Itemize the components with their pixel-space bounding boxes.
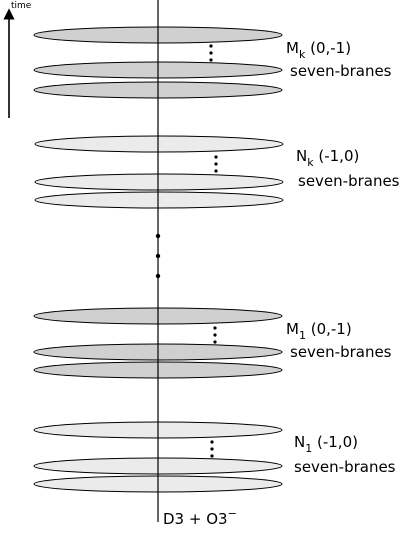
group-label-mk: Mk (0,-1)	[286, 39, 351, 61]
group-label-m1: M1 (0,-1)	[286, 320, 352, 342]
group-kind-mk: seven-branes	[290, 62, 392, 80]
brane-disc	[34, 173, 284, 191]
group-label-nk: Nk (-1,0)	[296, 147, 359, 169]
gap-ellipsis-dots	[155, 233, 161, 279]
brane-disc	[34, 135, 284, 153]
group-kind-n1: seven-branes	[294, 458, 396, 476]
group-kind-m1: seven-branes	[290, 343, 392, 361]
group-label-n1: N1 (-1,0)	[294, 433, 358, 455]
brane-group-nk	[34, 135, 284, 209]
d3-o3-label: D3 + O3−	[163, 507, 237, 528]
time-label: time	[11, 1, 32, 11]
brane-disc	[34, 191, 284, 209]
group-kind-nk: seven-branes	[298, 172, 400, 190]
group-ellipsis-dots	[209, 44, 218, 458]
